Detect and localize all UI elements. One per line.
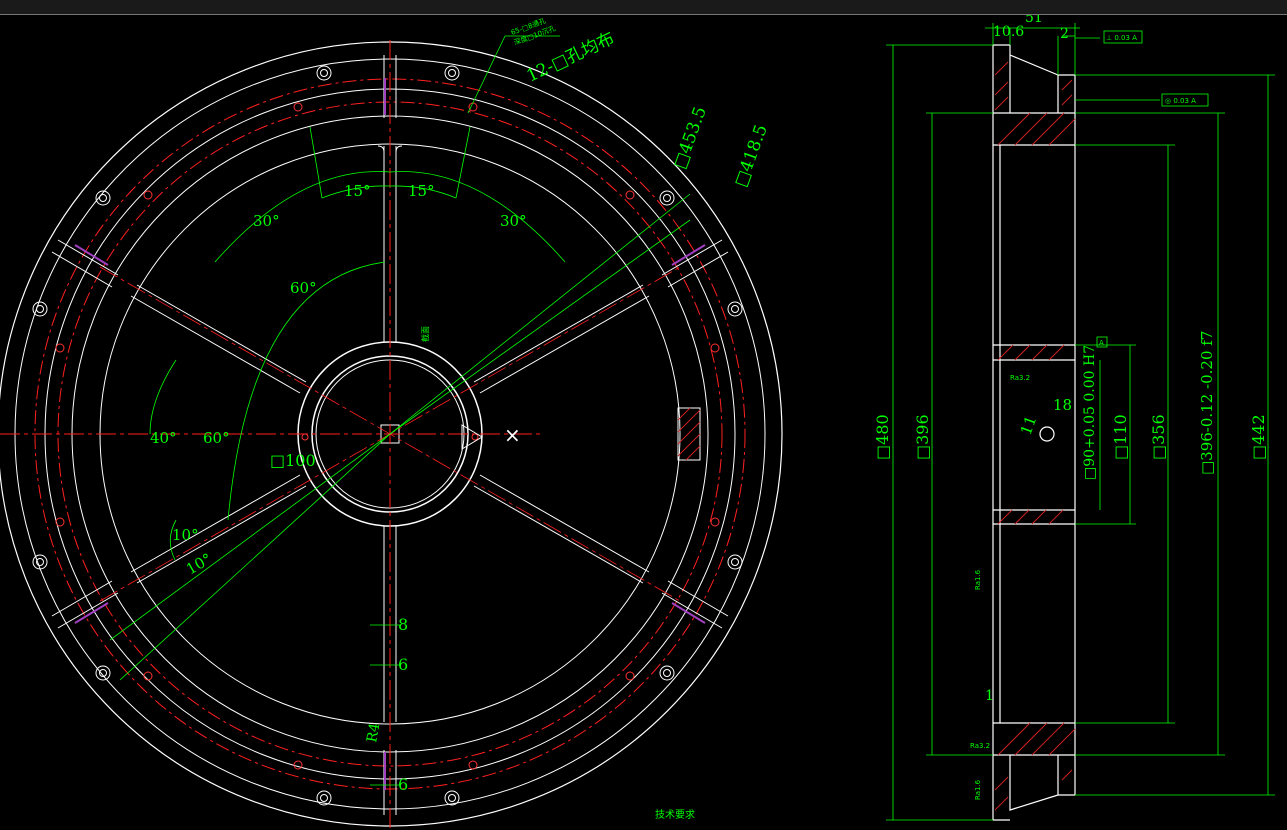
- side-hatch: [994, 61, 1076, 811]
- angle-60-left: 60°: [203, 429, 230, 447]
- angle-15-right: 15°: [408, 182, 435, 200]
- rib-thk-6b: 6: [398, 775, 408, 794]
- angle-60-upper: 60°: [290, 279, 317, 297]
- hub-dia: □100: [270, 451, 316, 470]
- rib-upper-left: [130, 284, 307, 394]
- keyway-11: 11: [1017, 413, 1040, 437]
- dia-110: □110: [1111, 414, 1130, 460]
- roughness-c: Ra3.2: [970, 742, 990, 750]
- side-outline: [992, 44, 1076, 821]
- dim-10-6: 10.6: [993, 24, 1024, 40]
- rib-upper-right: [473, 284, 650, 394]
- side-section-view: ⊥ 0.03 A ◎ 0.03 A 10.6 51 2 □480 □396 □3…: [873, 15, 1275, 821]
- dia-480: □480: [873, 414, 892, 460]
- roughness-b: Ra1.6: [974, 569, 982, 590]
- dia-356: □356: [1149, 414, 1168, 460]
- angle-15-left: 15°: [344, 182, 371, 200]
- bolt-circle-inner: [57, 101, 723, 767]
- section-patch-hatch: [677, 407, 701, 461]
- roughness-a: Ra3.2: [1010, 374, 1030, 382]
- rib-lower-right: [473, 474, 650, 584]
- angle-10-a: 10°: [172, 526, 199, 544]
- dia-outer-bolt: □453.5: [670, 104, 711, 172]
- bolt-holes: [32, 65, 743, 806]
- angle-40: 40°: [150, 429, 177, 447]
- datum-tag: A: [1099, 339, 1104, 347]
- dim-1: 1: [985, 688, 994, 704]
- flatness-tol: ⊥ 0.03 A: [1106, 34, 1137, 42]
- runout-frame: [1161, 93, 1209, 107]
- rim-rib-side-lines: [51, 239, 729, 629]
- flatness-frame: [1103, 30, 1143, 44]
- center-cross: ×: [504, 423, 521, 447]
- rib-thk-8: 8: [398, 615, 408, 634]
- dim-2: 2: [1060, 26, 1069, 42]
- small-holes: [55, 102, 720, 770]
- dia-inner-bolt: □418.5: [731, 122, 772, 190]
- title-bar: [0, 0, 1287, 15]
- rib-top: [377, 145, 403, 342]
- angle-dimension-lines: [109, 35, 691, 786]
- rib-bottom: [383, 526, 397, 722]
- roughness-d: Ra1.6: [974, 779, 982, 800]
- rib-thk-6a: 6: [398, 655, 408, 674]
- rim-rib-highlights: [74, 78, 706, 790]
- dim-51: 51: [1025, 15, 1043, 26]
- bore-90: □90+0.05 0.00 H7: [1082, 345, 1098, 480]
- runout-tol: ◎ 0.03 A: [1165, 97, 1196, 105]
- angle-30-left: 30°: [253, 212, 280, 230]
- rib-section-tag: 截面: [420, 326, 430, 342]
- front-view: ×: [0, 16, 783, 830]
- side-dimension-lines: [886, 23, 1275, 821]
- cad-drawing-canvas[interactable]: ×: [0, 15, 1287, 830]
- dim-18: 18: [1053, 396, 1072, 414]
- datum-box: [1096, 336, 1108, 348]
- rib-lower-left: [130, 474, 307, 584]
- tech-requirements: 技术要求: [655, 808, 695, 821]
- dia-396-f7: □396-0.12 -0.20 f7: [1198, 331, 1216, 475]
- dia-396: □396: [913, 414, 932, 460]
- dia-442: □442: [1249, 414, 1268, 460]
- rib-radius: R4: [364, 722, 383, 744]
- keyway-marker: [461, 424, 483, 450]
- angle-30-right: 30°: [500, 212, 527, 230]
